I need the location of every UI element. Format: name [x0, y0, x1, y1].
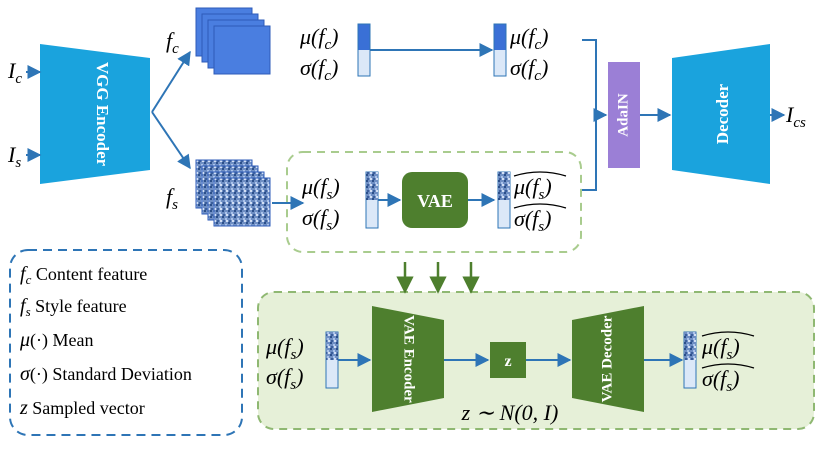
- adain-label: AdaIN: [615, 93, 631, 137]
- style-feature-maps: [195, 159, 271, 227]
- vae-decoder-label: VAE Decoder: [599, 315, 615, 402]
- vae-encoder-block: [372, 306, 444, 412]
- content-stat-bar-right: [493, 23, 507, 77]
- legend-item-0: fc Content feature: [20, 263, 147, 287]
- style-feature-label: fs: [166, 184, 178, 213]
- mu-fs-mid: μ(fs): [301, 174, 340, 203]
- mu-fc-right: μ(fc): [509, 24, 548, 53]
- vae-decoder-block: [572, 306, 644, 412]
- content-feature-maps: [195, 7, 271, 75]
- decoder-block: [672, 44, 770, 184]
- decoder-label: Decoder: [713, 83, 732, 144]
- sigma-fc-right: σ(fc): [510, 55, 548, 84]
- content-feature-label: fc: [166, 28, 179, 57]
- legend: fc Content feature fs Style feature μ(·)…: [19, 263, 192, 419]
- content-stat-bar: [357, 23, 371, 77]
- mu-fc-left: μ(fc): [299, 24, 338, 53]
- output-label: Ics: [785, 102, 806, 131]
- adain-block: [608, 62, 640, 168]
- legend-item-2: μ(·) Mean: [19, 329, 94, 351]
- distribution-label: z ∼ N(0, I): [461, 400, 559, 425]
- legend-item-1: fs Style feature: [20, 295, 127, 319]
- sigma-fs-bottom: σ(fs): [266, 364, 303, 393]
- mu-fs-hat-bottom: μ(fs): [701, 334, 740, 363]
- sigma-fc-left: σ(fc): [300, 55, 338, 84]
- mu-fs-bottom: μ(fs): [265, 334, 304, 363]
- input-content-label: Ic: [7, 58, 22, 87]
- vae-encoder-label: VAE Encoder: [401, 315, 417, 403]
- mu-fs-hat-mid: μ(fs): [513, 174, 552, 203]
- vae-label: VAE: [417, 191, 453, 211]
- sigma-fs-mid: σ(fs): [302, 205, 339, 234]
- legend-item-4: z Sampled vector: [19, 397, 145, 419]
- vgg-encoder-block: [40, 44, 150, 184]
- z-label: z: [504, 353, 511, 370]
- vae-block: [402, 172, 468, 228]
- vgg-encoder-label: VGG Encoder: [93, 62, 112, 167]
- sigma-fs-hat-bottom: σ(fs): [702, 366, 739, 395]
- legend-item-3: σ(·) Standard Deviation: [20, 363, 192, 385]
- sigma-fs-hat-mid: σ(fs): [514, 206, 551, 235]
- z-block: [490, 342, 526, 378]
- input-style-label: Is: [7, 142, 21, 171]
- legend-box: [9, 249, 243, 436]
